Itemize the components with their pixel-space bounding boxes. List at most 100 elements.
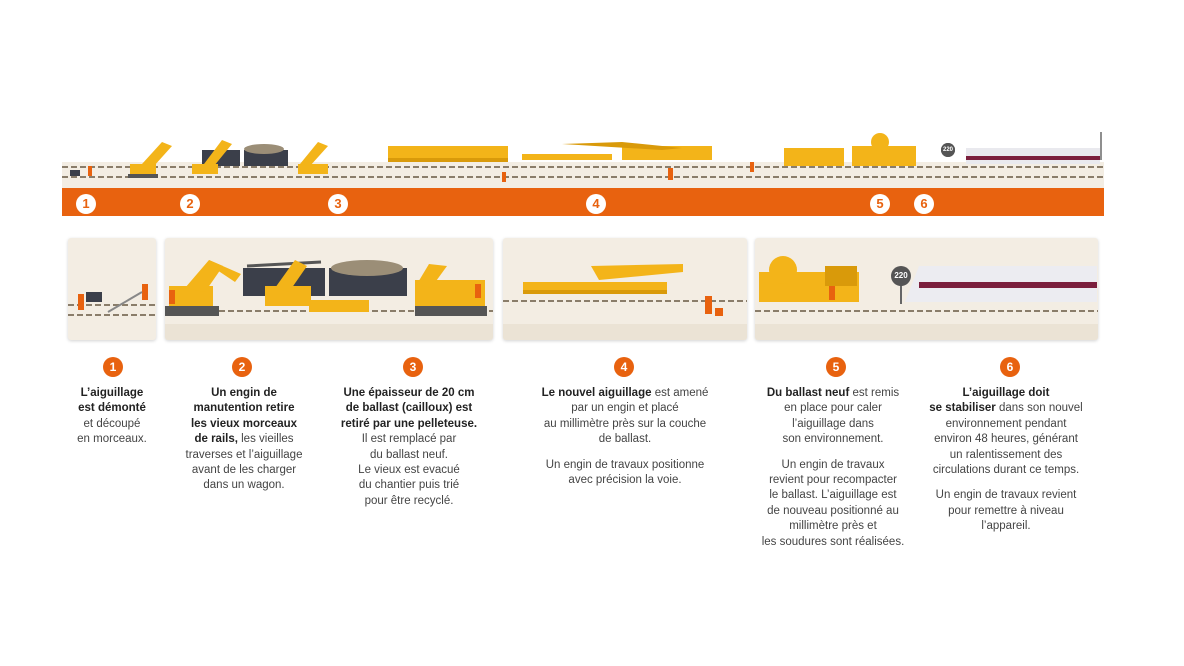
overview-rail	[62, 176, 1104, 178]
worker-shape	[78, 294, 84, 310]
step-text-line: Un engin de travaux positionne	[522, 458, 728, 473]
step-text-bold: retiré par une pelleteuse.	[340, 417, 478, 430]
step-text-normal: l’aiguillage dans	[792, 417, 874, 430]
timeline-marker-4: 4	[586, 194, 606, 214]
timeline-marker-1: 1	[76, 194, 96, 214]
step-badge-3: 3	[403, 357, 423, 377]
step-text-bold: Un engin de	[211, 387, 277, 399]
excavator-shape	[265, 286, 311, 306]
step-text-normal: par un engin et placé	[571, 402, 679, 415]
step-badge-6: 6	[1000, 357, 1020, 377]
step-text-line: avant de les charger	[170, 463, 318, 478]
excavator-track-shape	[165, 306, 219, 316]
track-train-shape	[388, 158, 508, 162]
step-text-line: pour être recyclé.	[334, 494, 484, 509]
step-text-line: manutention retire	[170, 401, 318, 416]
step-text-bold: se stabiliser	[929, 402, 996, 415]
overview-rail	[62, 166, 1104, 168]
step-text-normal: et découpé	[83, 417, 141, 430]
worker-shape	[169, 290, 175, 304]
worker-shape	[705, 296, 712, 314]
step-text-line: millimètre près et	[750, 519, 916, 534]
step-text-normal: en morceaux.	[77, 433, 147, 446]
excavator-arm-shape	[185, 260, 223, 292]
step-badge-5: 5	[826, 357, 846, 377]
tamper-shape	[784, 148, 844, 166]
excavator-arm-shape	[417, 264, 447, 288]
step-text-normal: circulations durant ce temps.	[932, 464, 1080, 477]
step-text-line: avec précision la voie.	[522, 473, 728, 488]
step-text-normal: pour remettre à niveau	[948, 504, 1064, 517]
excavator-arm-shape	[275, 260, 307, 292]
step-text-bold: Du ballast neuf	[766, 387, 850, 399]
tgv-train-shape	[966, 156, 1100, 160]
cart-shape	[86, 292, 102, 302]
timeline-bar	[62, 188, 1104, 216]
step-text-normal: environ 48 heures, générant	[934, 433, 1078, 446]
step-text-line: Un engin de travaux	[750, 458, 916, 473]
step-text-line: se stabiliser dans son nouvel	[918, 401, 1094, 416]
excavator-track-shape	[309, 300, 369, 312]
step-text-normal: en place pour caler	[784, 402, 882, 415]
step-text-line: Une épaisseur de 20 cm	[334, 386, 484, 401]
panel-step-1-illustration	[78, 284, 148, 313]
step-text-normal: l’appareil.	[981, 520, 1031, 533]
crane-arm-shape	[562, 142, 682, 150]
step-text-line: l’appareil.	[918, 519, 1094, 534]
timeline-marker-6: 6	[914, 194, 934, 214]
step-text-line: par un engin et placé	[522, 401, 728, 416]
step-text-line: les vieux morceaux	[170, 417, 318, 432]
worker-shape	[502, 172, 506, 182]
step-text-line: dans un wagon.	[170, 478, 318, 493]
step-text-normal: avec précision la voie.	[568, 474, 682, 487]
overview-machines	[70, 133, 1100, 182]
step-text-line: en morceaux.	[58, 432, 166, 447]
step-text-line: Il est remplacé par	[334, 432, 484, 447]
step-text-normal: du ballast neuf.	[369, 448, 448, 461]
step-text-bold: L’aiguillage doit	[962, 387, 1050, 399]
step-text-normal: au millimètre près sur la couche	[543, 417, 707, 430]
panel-steps-5-6: 220	[755, 238, 1098, 340]
step-text-line: les soudures sont réalisées.	[750, 535, 916, 550]
tamper-shape	[852, 146, 916, 166]
step-text-line: de rails, les vieilles	[170, 432, 318, 447]
step-text-normal: dans un wagon.	[203, 479, 285, 492]
step-text-normal: le ballast. L’aiguillage est	[769, 489, 897, 502]
cart-shape	[715, 308, 723, 316]
step-badge-1: 1	[103, 357, 123, 377]
crane-shape	[622, 146, 712, 160]
step-text-bold: Le nouvel aiguillage	[541, 387, 652, 399]
panel-step-1	[68, 238, 156, 340]
tgv-train-shape	[919, 282, 1097, 288]
panel-step-4	[503, 238, 747, 340]
overview-pole	[1100, 132, 1102, 160]
excavator-shape	[298, 142, 328, 174]
tamper-cab-shape	[825, 266, 857, 286]
crane-train-shape	[522, 154, 612, 160]
step-text-normal: millimètre près et	[789, 520, 877, 533]
worker-shape	[475, 284, 481, 298]
step-text-line: est démonté	[58, 401, 166, 416]
step-badge-4: 4	[614, 357, 634, 377]
step-text-line: son environnement.	[750, 432, 916, 447]
timeline-marker-5: 5	[870, 194, 890, 214]
excavator-shape	[128, 142, 172, 178]
panel-steps-5-6-illustration	[759, 256, 1097, 304]
step-text-bold: manutention retire	[193, 402, 295, 415]
step-text-4: Le nouvel aiguillage est amené par un eng…	[522, 386, 728, 488]
step-text-line: pour remettre à niveau	[918, 504, 1094, 519]
step-text-line: environnement pendant	[918, 417, 1094, 432]
step-text-normal: du chantier puis trié	[358, 479, 460, 492]
torch-shape	[107, 291, 143, 313]
worker-shape	[750, 162, 754, 172]
worker-shape	[668, 168, 673, 180]
step-text-normal: pour être recyclé.	[364, 494, 454, 507]
step-text-line: Du ballast neuf est remis	[750, 386, 916, 401]
step-text-normal: Un engin de travaux positionne	[545, 458, 705, 471]
speed-sign: 220	[891, 266, 911, 286]
excavator-arm-shape	[209, 260, 241, 282]
tamper-drum-shape	[769, 256, 797, 284]
step-text-normal: est amené	[651, 387, 709, 399]
